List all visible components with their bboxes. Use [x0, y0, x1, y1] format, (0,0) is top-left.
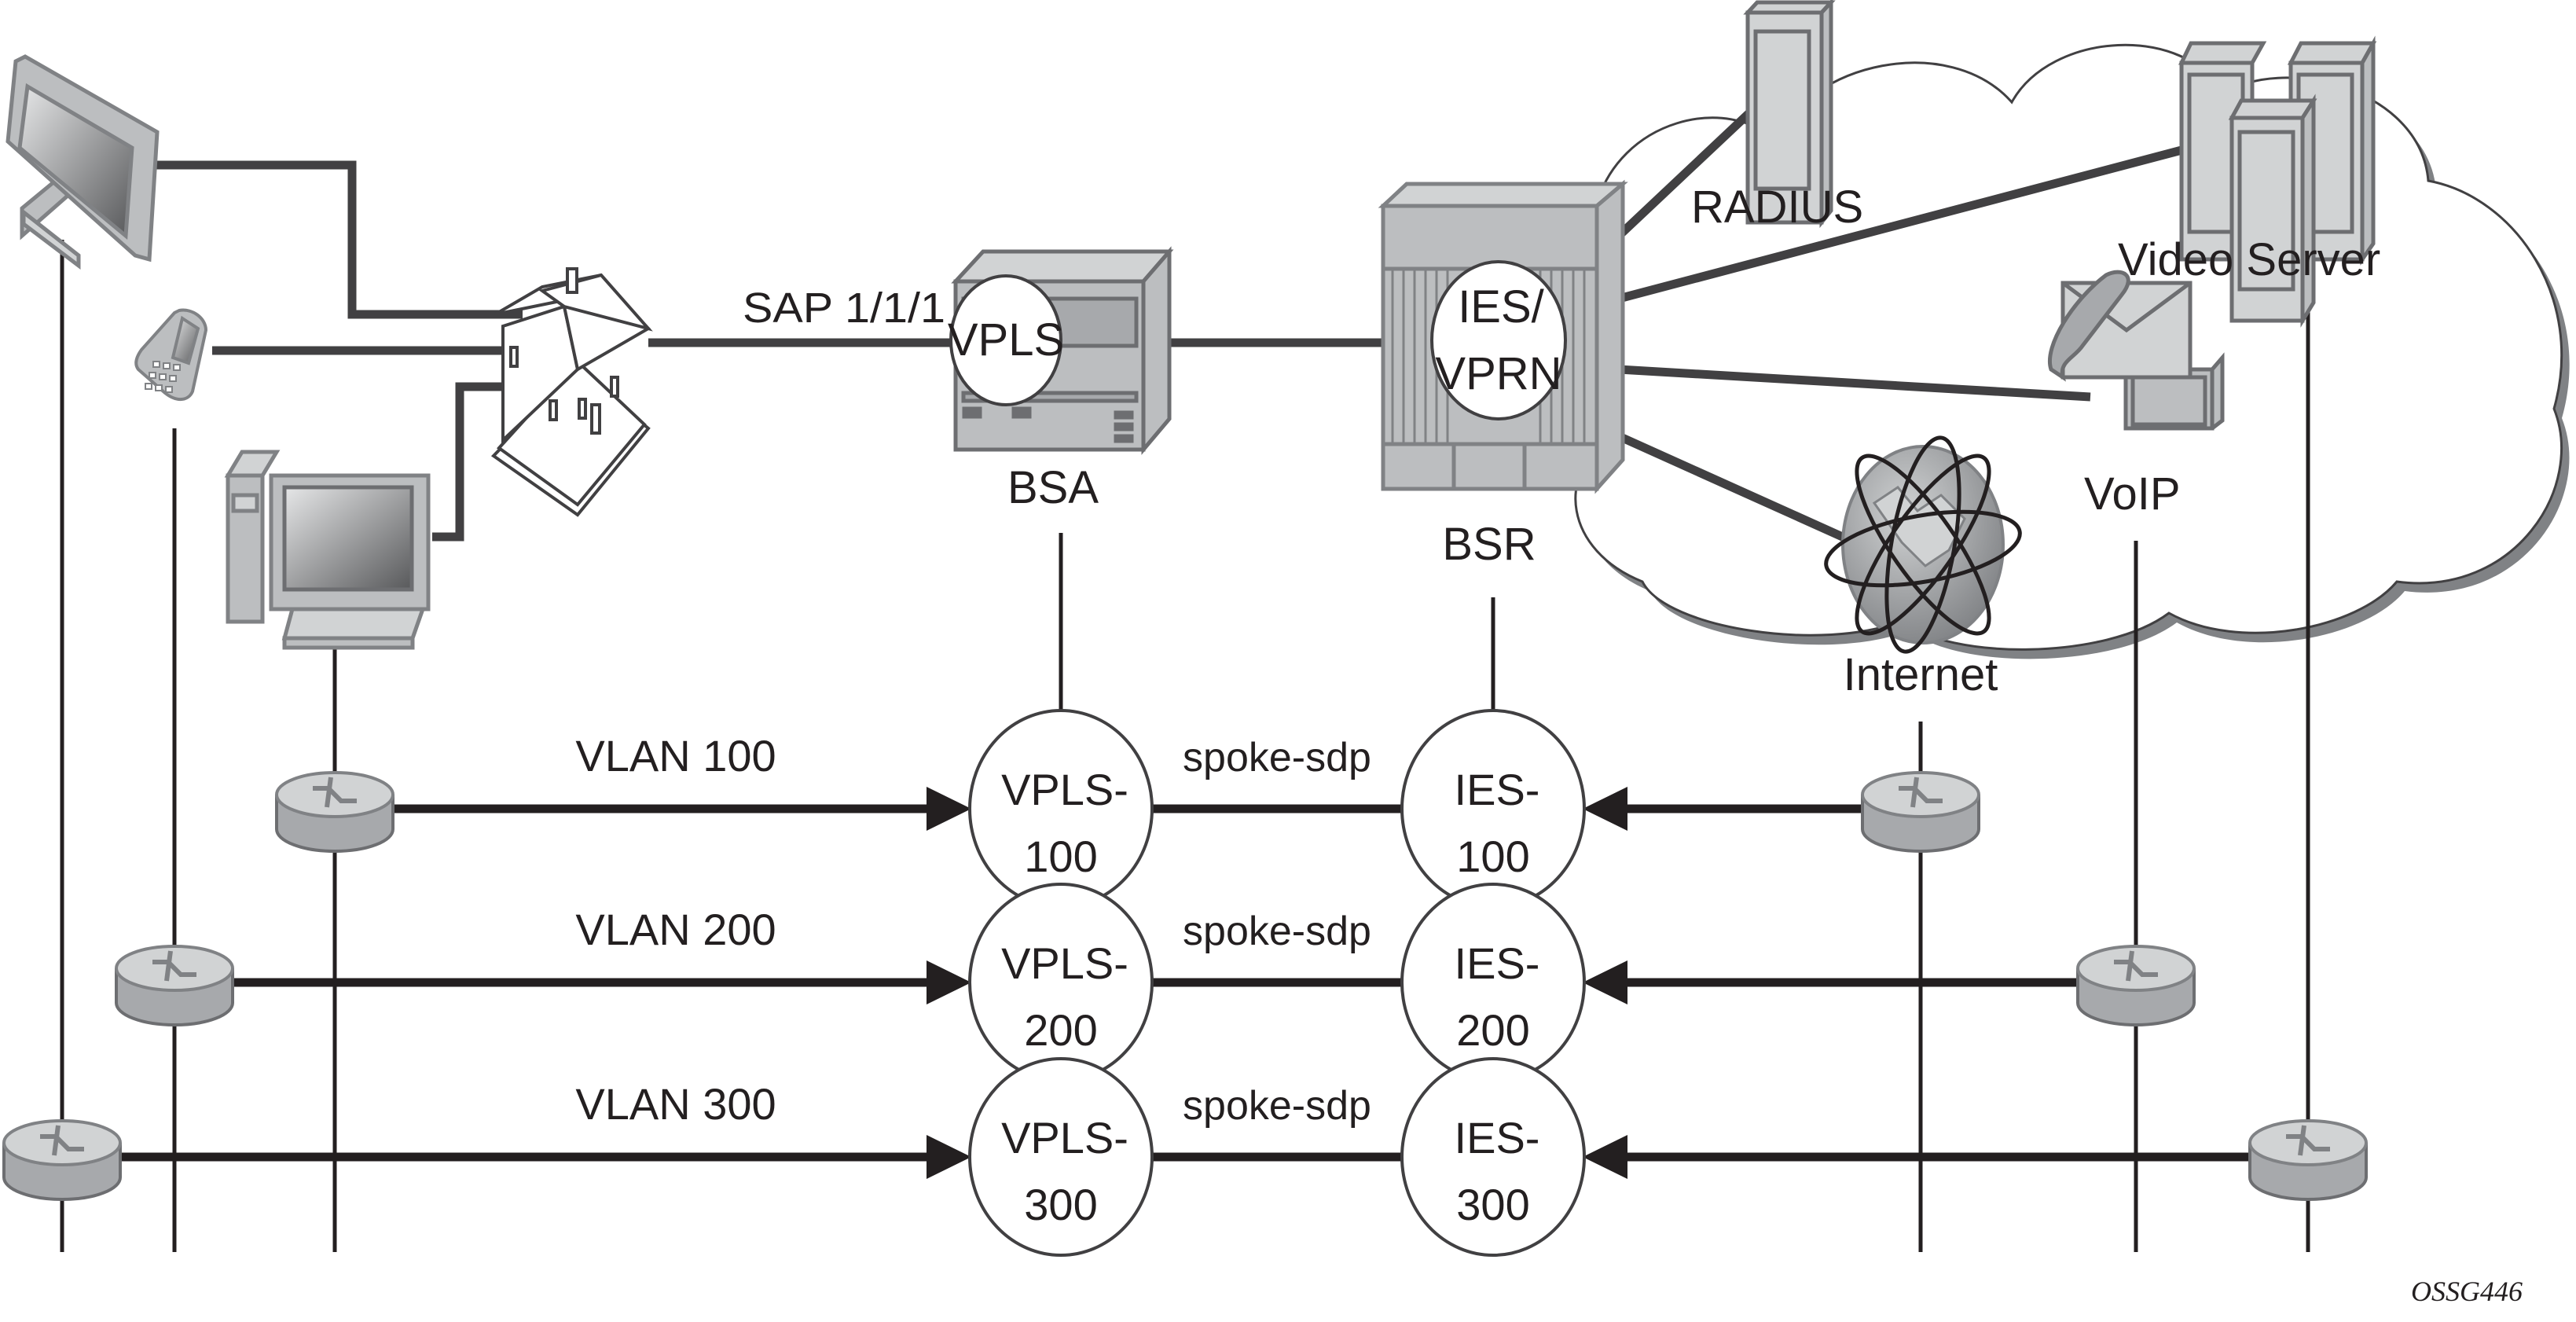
bsr-service-label-line1: IES/ [1458, 281, 1544, 332]
vpls-service-node [968, 1057, 1154, 1257]
video-server-icon [2178, 35, 2377, 328]
vlan-label: VLAN 200 [575, 905, 776, 954]
voip-label: VoIP [2084, 468, 2181, 520]
spoke-sdp-label: spoke-sdp [1183, 735, 1371, 780]
link-pc-to-home [432, 382, 503, 542]
ies-label-line2: 100 [1456, 832, 1529, 881]
arrowhead-left-icon [1583, 787, 1627, 831]
bsa-vpls-label: VPLS [948, 314, 1064, 365]
access-links [153, 106, 2186, 547]
desktop-pc-icon [224, 450, 431, 650]
router-icon [2248, 1119, 2368, 1201]
router-icon [2, 1119, 122, 1201]
tv-monitor-icon [6, 54, 160, 270]
bsa-label: BSA [1007, 462, 1099, 513]
internet-label: Internet [1844, 649, 1998, 700]
router-icon [275, 771, 394, 853]
video-server-label: Video Server [2118, 234, 2380, 285]
link-bsr-to-video [1617, 145, 2186, 303]
sap-label: SAP 1/1/1 [743, 285, 945, 332]
spoke-sdp-label: spoke-sdp [1183, 1083, 1371, 1129]
bsr-ies-vprn-bubble [1430, 260, 1567, 420]
vpls-label-line2: 300 [1024, 1180, 1097, 1229]
vlan-label: VLAN 100 [575, 731, 776, 780]
radius-label: RADIUS [1691, 182, 1863, 233]
arrowhead-right-icon [927, 787, 971, 831]
ies-label-line2: 300 [1456, 1180, 1529, 1229]
vpls-label-line1: VPLS- [1001, 765, 1128, 814]
link-bsr-to-voip [1618, 365, 2091, 402]
link-tv-to-home [153, 160, 523, 319]
figure-id-label: OSSG446 [2411, 1276, 2523, 1307]
ies-label-line2: 200 [1456, 1005, 1529, 1055]
router-icon [1861, 771, 1980, 853]
vpls-label-line1: VPLS- [1001, 938, 1128, 988]
internet-globe-icon [1824, 435, 2022, 654]
spoke-sdp-label: spoke-sdp [1183, 909, 1371, 954]
vpls-label-line1: VPLS- [1001, 1113, 1128, 1162]
router-icon [115, 945, 234, 1026]
radius-server-icon [1743, 0, 1836, 229]
bsa-vpls-bubble [949, 274, 1062, 406]
arrowhead-right-icon [927, 960, 971, 1004]
link-bsr-to-internet [1616, 431, 1857, 547]
bsr-service-label-line2: VPRN [1435, 348, 1561, 399]
mobile-phone-icon [134, 308, 208, 401]
link-bsr-to-radius [1616, 106, 1756, 240]
vpls-label-line2: 200 [1024, 1005, 1097, 1055]
bsr-label: BSR [1442, 519, 1536, 570]
vlan-label: VLAN 300 [575, 1079, 776, 1129]
vpls-label-line2: 100 [1024, 832, 1097, 881]
arrowhead-left-icon [1583, 1135, 1627, 1179]
home-icon [490, 267, 653, 517]
ies-service-node [1400, 1057, 1586, 1257]
voip-phone-icon [2048, 270, 2225, 431]
arrowhead-right-icon [927, 1135, 971, 1179]
arrowhead-left-icon [1583, 960, 1627, 1004]
router-icon [2076, 945, 2196, 1026]
ies-label-line1: IES- [1455, 765, 1540, 814]
ies-label-line1: IES- [1455, 938, 1540, 988]
ies-label-line1: IES- [1455, 1113, 1540, 1162]
